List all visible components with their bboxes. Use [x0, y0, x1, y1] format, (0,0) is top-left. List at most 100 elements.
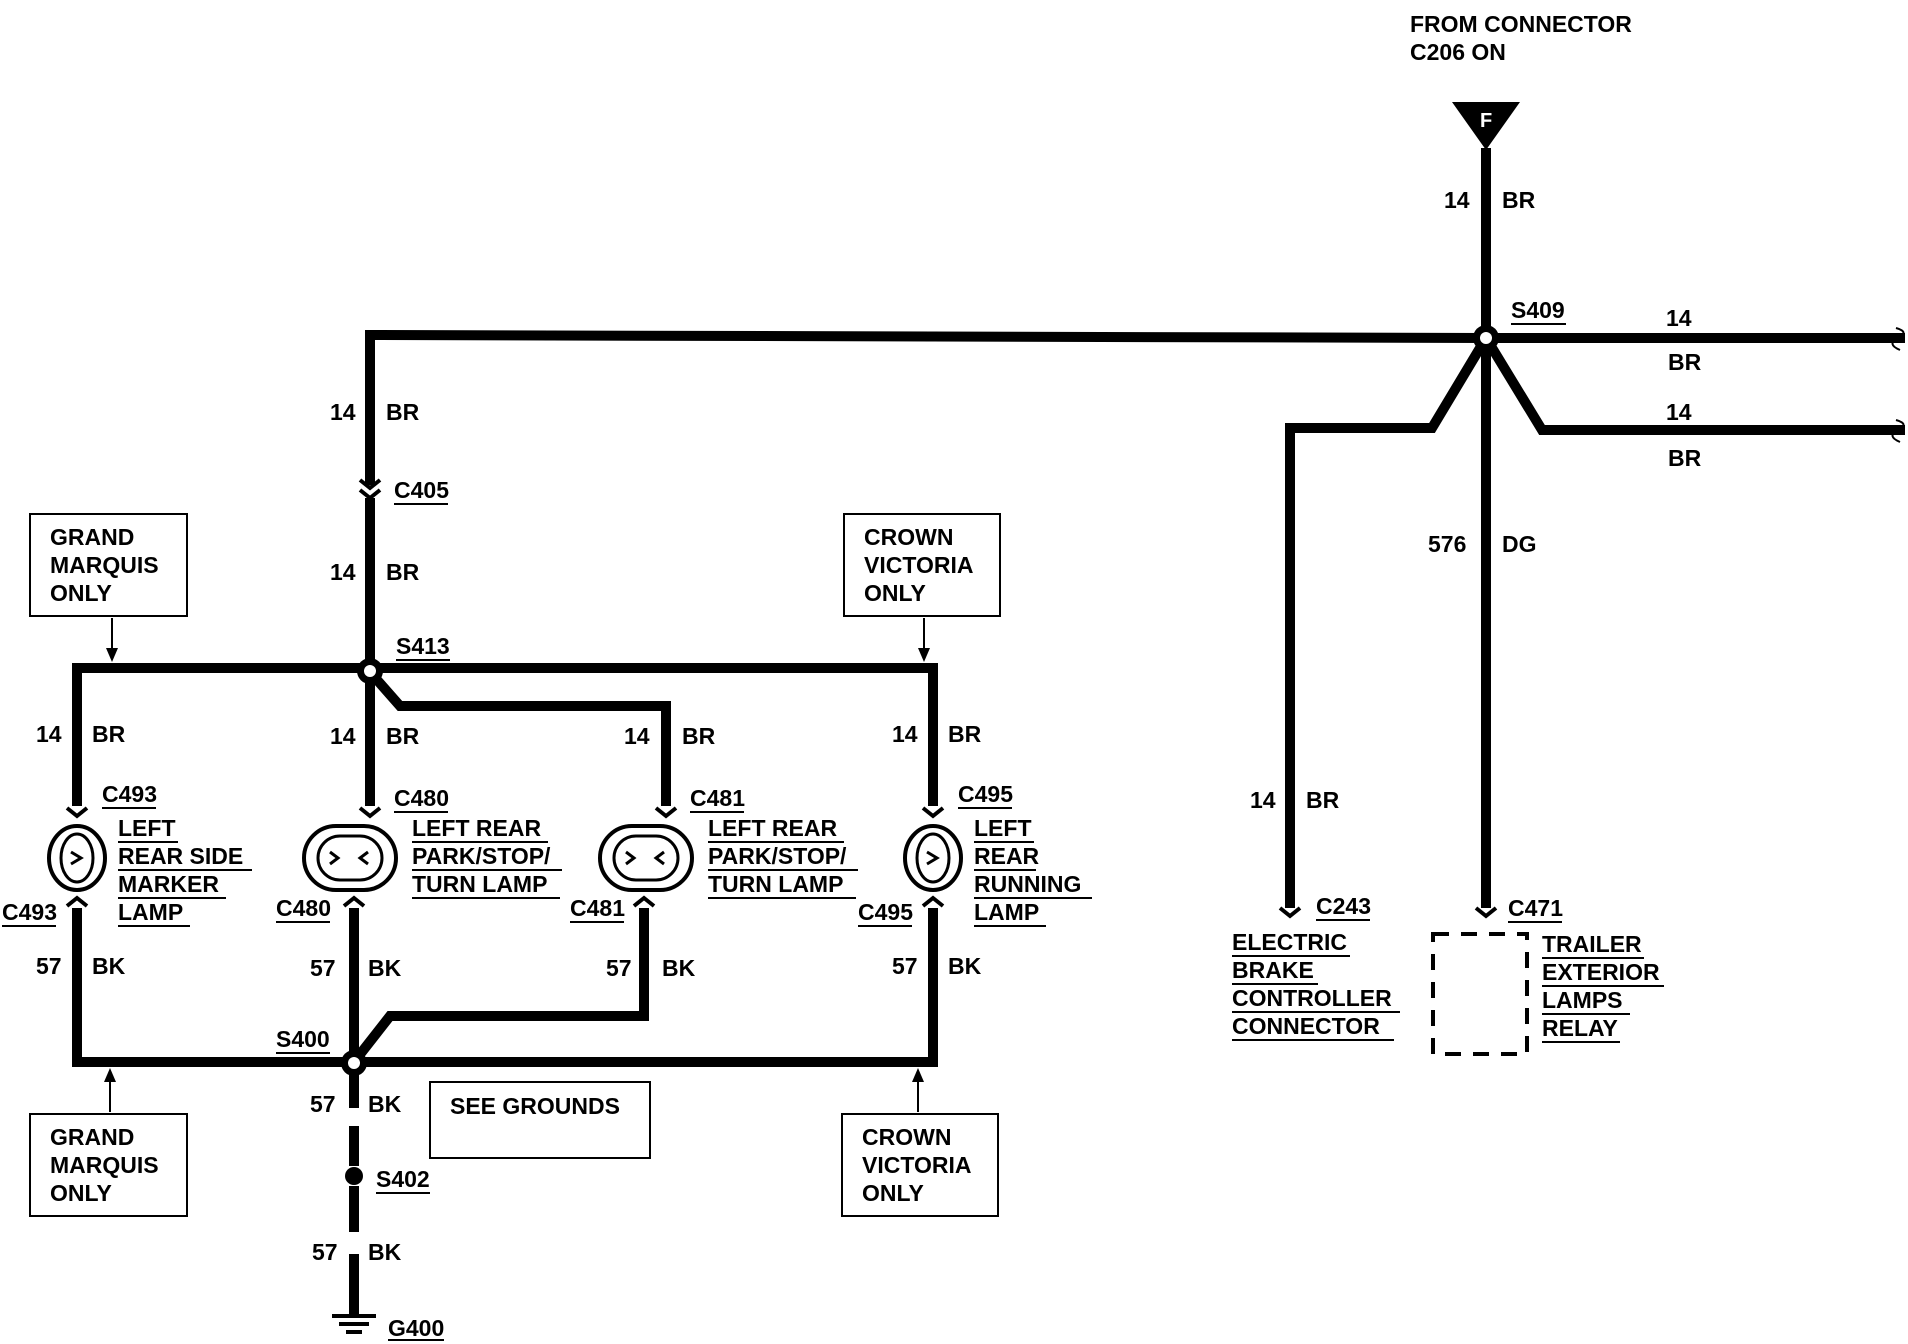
relay-dashed-box-icon — [1431, 932, 1529, 1056]
wire-c495-bot-color: BK — [948, 953, 982, 979]
wire-right-upper-color: BR — [1668, 349, 1702, 375]
splice-label-s409: S409 — [1511, 297, 1565, 323]
wire-ground-lower-color: BK — [368, 1239, 402, 1265]
note-line: VICTORIA — [862, 1152, 971, 1178]
wire-c493-top-color: BR — [92, 721, 126, 747]
wire-ground-upper-color: BK — [368, 1091, 402, 1117]
component-line: LAMP — [974, 899, 1039, 925]
ground-icon — [332, 1314, 376, 1334]
connector-label-c471: C471 — [1508, 895, 1563, 921]
component-label-brake: ELECTRIC BRAKE CONTROLLER CONNECTOR — [1232, 929, 1400, 1041]
wire-left-feed-lower-color: BR — [386, 559, 420, 585]
component-line: LEFT REAR — [412, 815, 541, 841]
component-line: RELAY — [1542, 1015, 1618, 1041]
wire-top-in-gauge: 14 — [1444, 187, 1470, 213]
component-line: TURN LAMP — [412, 871, 547, 897]
wire-right-upper-gauge: 14 — [1666, 305, 1692, 331]
source-connector-letter: F — [1480, 110, 1492, 132]
component-line: TRAILER — [1542, 931, 1642, 957]
note-line: CROWN — [864, 524, 953, 550]
connector-label-c405: C405 — [394, 477, 449, 503]
lamp-icon — [47, 824, 963, 892]
component-label-relay: TRAILER EXTERIOR LAMPS RELAY — [1542, 931, 1664, 1043]
component-line: REAR — [974, 843, 1040, 869]
note-grand-marquis-bottom: GRAND MARQUIS ONLY — [29, 1068, 188, 1217]
wire-right-lower-color: BR — [1668, 445, 1702, 471]
wire-c495-top-color: BR — [948, 721, 982, 747]
note-crown-victoria-top: CROWN VICTORIA ONLY — [843, 513, 1001, 662]
ground-label-g400: G400 — [388, 1315, 444, 1341]
wire-c480-top-gauge: 14 — [330, 723, 356, 749]
component-label-c480: LEFT REAR PARK/STOP/ TURN LAMP — [412, 815, 562, 899]
wire-c481-bot-color: BK — [662, 955, 696, 981]
wire-brake-gauge: 14 — [1250, 787, 1276, 813]
note-line: ONLY — [50, 580, 112, 606]
connector-label-c481-top: C481 — [690, 785, 745, 811]
wire-c481-top-color: BR — [682, 723, 716, 749]
wire-c495-top-gauge: 14 — [892, 721, 918, 747]
note-line: GRAND — [50, 524, 134, 550]
component-label-c481: LEFT REAR PARK/STOP/ TURN LAMP — [708, 815, 858, 899]
splice-label-s413: S413 — [396, 633, 450, 659]
component-line: LEFT — [974, 815, 1032, 841]
splice-icon — [341, 325, 1499, 1185]
component-line: REAR SIDE — [118, 843, 243, 869]
component-line: EXTERIOR — [1542, 959, 1660, 985]
wire-c480-bot-color: BK — [368, 955, 402, 981]
wire-c480-bot-gauge: 57 — [310, 955, 336, 981]
source-label-line1: FROM CONNECTOR — [1410, 11, 1632, 37]
component-line: RUNNING — [974, 871, 1081, 897]
wire-c481-bot-gauge: 57 — [606, 955, 632, 981]
wire-harness — [72, 148, 1905, 1314]
connector-label-c481-bot: C481 — [570, 895, 625, 921]
wire-c481-top-gauge: 14 — [624, 723, 650, 749]
note-line: MARQUIS — [50, 552, 159, 578]
note-line: VICTORIA — [864, 552, 973, 578]
wire-c493-bot-gauge: 57 — [36, 953, 62, 979]
component-label-c493: LEFT REAR SIDE MARKER LAMP — [118, 815, 252, 927]
wire-brake-color: BR — [1306, 787, 1340, 813]
wire-c493-top-gauge: 14 — [36, 721, 62, 747]
component-line: PARK/STOP/ — [412, 843, 551, 869]
splice-label-s400: S400 — [276, 1026, 330, 1052]
splice-label-s402: S402 — [376, 1166, 430, 1192]
component-line: TURN LAMP — [708, 871, 843, 897]
connector-label-c495-bot: C495 — [858, 899, 913, 925]
wire-left-feed-lower-gauge: 14 — [330, 559, 356, 585]
connector-pin-icon — [65, 478, 1498, 919]
wire-ground-lower-gauge: 57 — [312, 1239, 338, 1265]
component-line: LAMP — [118, 899, 183, 925]
wire-break-icon — [1891, 327, 1905, 443]
wire-left-feed-color: BR — [386, 399, 420, 425]
note-line: ONLY — [50, 1180, 112, 1206]
connector-label-c480-top: C480 — [394, 785, 449, 811]
component-line: LEFT — [118, 815, 176, 841]
note-see-grounds: SEE GROUNDS — [429, 1081, 651, 1159]
connector-label-c495-top: C495 — [958, 781, 1013, 807]
component-line: CONNECTOR — [1232, 1013, 1380, 1039]
wire-relay-color: DG — [1502, 531, 1537, 557]
note-crown-victoria-bottom: CROWN VICTORIA ONLY — [841, 1068, 999, 1217]
wire-c493-bot-color: BK — [92, 953, 126, 979]
connector-label-c480-bot: C480 — [276, 895, 331, 921]
wire-c480-top-color: BR — [386, 723, 420, 749]
component-line: ELECTRIC — [1232, 929, 1347, 955]
component-label-c495: LEFT REAR RUNNING LAMP — [974, 815, 1092, 927]
wire-left-feed-gauge: 14 — [330, 399, 356, 425]
note-line: ONLY — [862, 1180, 924, 1206]
note-line: MARQUIS — [50, 1152, 159, 1178]
source-connector-icon: F — [1452, 102, 1520, 150]
wire-relay-gauge: 576 — [1428, 531, 1466, 557]
note-line: CROWN — [862, 1124, 951, 1150]
component-line: PARK/STOP/ — [708, 843, 847, 869]
note-grand-marquis-top: GRAND MARQUIS ONLY — [29, 513, 188, 662]
source-label-line2: C206 ON — [1410, 39, 1506, 65]
component-line: MARKER — [118, 871, 219, 897]
component-line: BRAKE — [1232, 957, 1314, 983]
connector-label-c243: C243 — [1316, 893, 1371, 919]
note-line: GRAND — [50, 1124, 134, 1150]
wire-ground-upper-gauge: 57 — [310, 1091, 336, 1117]
note-line: ONLY — [864, 580, 926, 606]
component-line: LAMPS — [1542, 987, 1623, 1013]
